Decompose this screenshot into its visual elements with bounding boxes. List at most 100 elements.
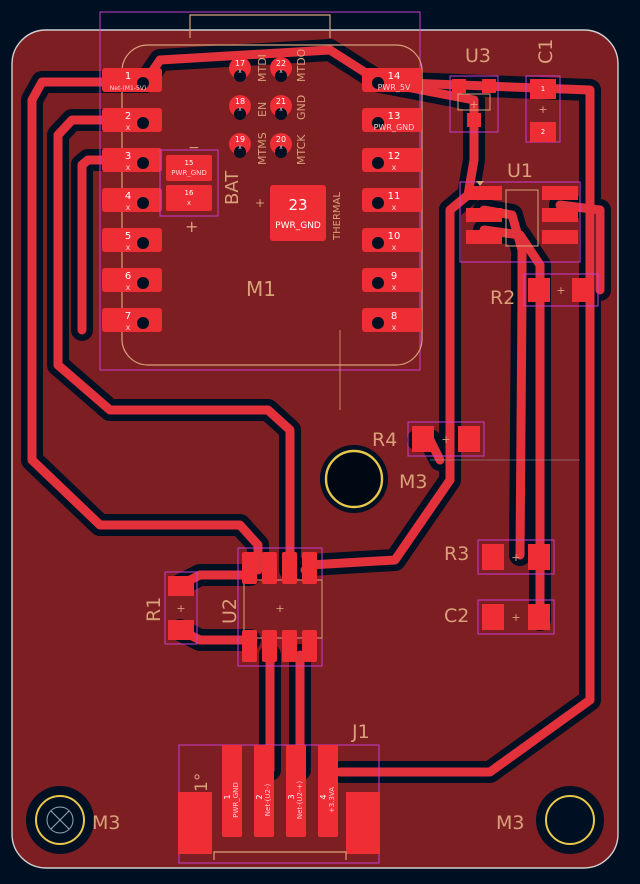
label-mtdo: MTDO <box>295 48 308 82</box>
m1-left-pad-net: x <box>126 283 131 292</box>
j1-pad: 4+3.3VA <box>318 745 338 837</box>
u2-pad <box>242 552 257 584</box>
m1-left-pad-net: x <box>126 163 131 172</box>
u1-label: U1 <box>507 160 533 182</box>
m1-right-pad-number: 14 <box>388 71 401 82</box>
component-c2: C2 + <box>444 599 555 635</box>
pad23-number: 23 <box>288 196 307 214</box>
bat-pad-number: 15 <box>185 159 194 167</box>
m1-right-pad: 12x <box>362 148 422 172</box>
m1-left-pad-net: Net-(M1-5V) <box>110 85 146 92</box>
u2-pads <box>242 552 317 662</box>
component-c1: C1 1 2 + <box>525 39 561 143</box>
component-u3: U3 + <box>449 45 499 133</box>
m1-left-pad: 6x <box>102 268 162 292</box>
m3-bottom-left-label: M3 <box>92 812 120 834</box>
svg-text:1: 1 <box>541 85 545 93</box>
svg-text:+: + <box>511 611 520 624</box>
m3-center-label: M3 <box>399 471 427 493</box>
r4-label: R4 <box>372 429 397 451</box>
m1-jtag-pad-net: x <box>279 106 283 113</box>
m1-right-pad-net: x <box>392 203 397 212</box>
m1-left-pad-number: 2 <box>125 111 131 122</box>
m1-right-pad-number: 8 <box>391 311 397 322</box>
m1-left-pad-net: x <box>126 323 131 332</box>
bat-plus: + <box>185 217 198 236</box>
m1-right-pad-number: 12 <box>388 151 401 162</box>
bat-connector: BAT + − <box>159 140 243 236</box>
j1-label: J1 <box>351 721 370 743</box>
m1-left-pad-number: 3 <box>125 151 131 162</box>
svg-text:2: 2 <box>541 128 545 136</box>
component-u1: U1 <box>459 160 581 263</box>
bat-pad-net: PWR_GND <box>171 169 207 177</box>
svg-text:+: + <box>441 433 450 446</box>
m1-antenna-keepout <box>189 14 331 38</box>
u2-pad <box>262 630 277 662</box>
m1-jtag-pad: 20x <box>270 133 292 158</box>
m1-jtag-pad: 22x <box>270 57 292 82</box>
m1-right-pad-net: x <box>392 243 397 252</box>
u2-pad <box>302 630 317 662</box>
m1-jtag-pad-number: 19 <box>235 135 245 144</box>
r3-label: R3 <box>444 543 469 565</box>
m1-jtag-pad-number: 22 <box>276 59 286 68</box>
jtag-labels: MTDI MTDO EN GND MTMS MTCK <box>256 48 308 165</box>
m1-jtag-pad-number: 20 <box>276 135 286 144</box>
m1-right-pad: 8x <box>362 308 422 332</box>
label-bat: BAT <box>222 170 243 205</box>
m1-left-pad: 2x <box>102 108 162 132</box>
m1-jtag-pad-number: 17 <box>235 59 245 68</box>
j1-pad-net: +3.3VA <box>328 787 336 813</box>
m1-left-pad-net: x <box>126 203 131 212</box>
svg-text:+: + <box>176 602 185 615</box>
svg-text:+: + <box>469 98 478 111</box>
u2-pad <box>302 552 317 584</box>
m1-jtag-pad-net: x <box>279 144 283 151</box>
svg-text:+: + <box>538 103 547 116</box>
label-mtms: MTMS <box>256 132 269 165</box>
m1-right-pad-number: 10 <box>388 231 401 242</box>
u2-pad <box>242 630 257 662</box>
m1-right-pad: 10x <box>362 228 422 252</box>
m1-jtag-pad: 17x <box>229 57 251 82</box>
m1-right-pad-number: 9 <box>391 271 397 282</box>
m1-left-pad: 7x <box>102 308 162 332</box>
m1-left-pad-number: 5 <box>125 231 131 242</box>
m1-jtag-pad-number: 18 <box>235 97 245 106</box>
m1-right-pad: 11x <box>362 188 422 212</box>
svg-text:+: + <box>556 284 565 297</box>
pad23-net: PWR_GND <box>275 221 321 231</box>
mounting-hole-bottom-left: M3 <box>26 786 120 854</box>
j1-pad-number: 3 <box>287 794 296 799</box>
m1-left-pad-number: 6 <box>125 271 131 282</box>
m1-label: M1 <box>246 277 276 301</box>
m3-bottom-right-label: M3 <box>496 812 524 834</box>
label-mtdi: MTDI <box>256 54 269 82</box>
m1-jtag-pad: 21x <box>270 95 292 120</box>
connector-j1: J1 1° <box>178 721 380 864</box>
m1-left-pad: 3x <box>102 148 162 172</box>
bat-pad-net: x <box>187 199 191 207</box>
m1-left-pad-number: 1 <box>125 71 131 82</box>
j1-pad-number: 2 <box>255 794 264 799</box>
thermal-plus: + <box>255 196 265 210</box>
m1-right-pad-number: 11 <box>388 191 401 202</box>
m1-jtag-pad-net: x <box>238 68 242 75</box>
component-r3: R3 + <box>444 539 555 575</box>
component-r2: R2 + <box>490 273 599 309</box>
svg-text:+: + <box>511 551 520 564</box>
m1-left-pad-number: 4 <box>125 191 131 202</box>
m1-jtag-pad: 19x <box>229 133 251 158</box>
